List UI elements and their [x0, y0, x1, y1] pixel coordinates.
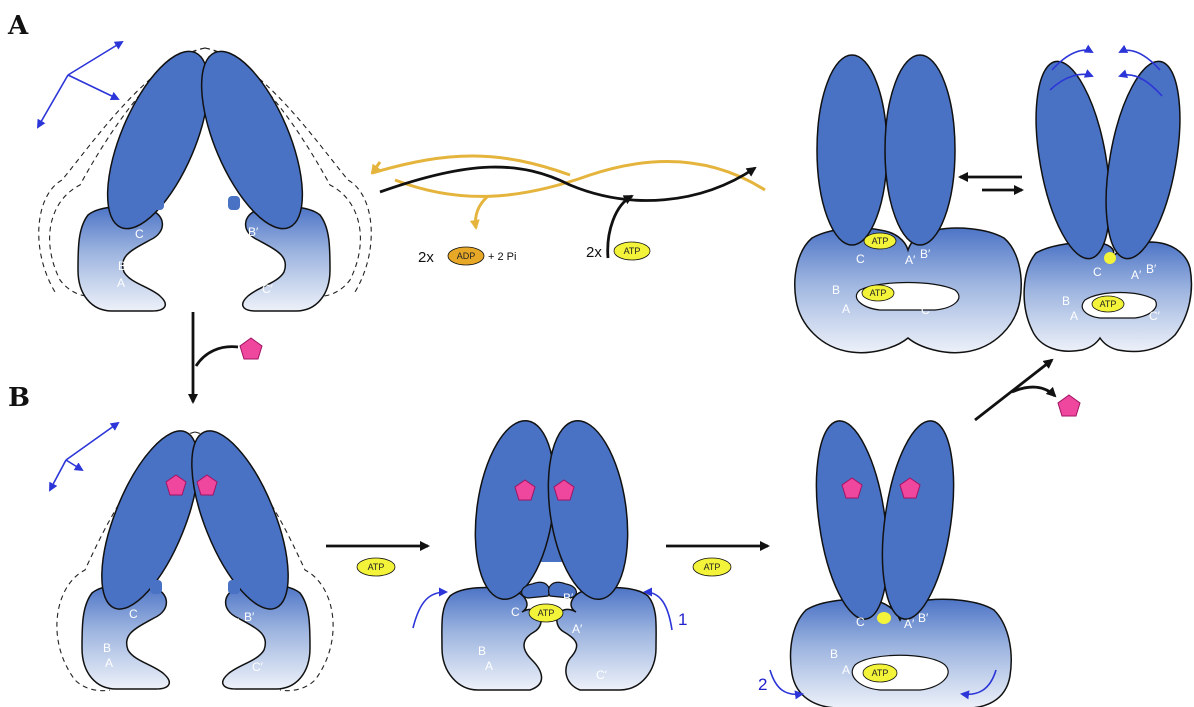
- atp-hydrolysis-cycle: 2x ADP + 2 Pi 2x ATP: [372, 156, 765, 266]
- domain-label-c-prime: C′: [252, 660, 264, 674]
- closed-atp-state: ATP ATP C B A A′ B′ C′: [795, 55, 1021, 353]
- linker-left: [152, 196, 164, 210]
- domain-label-a: A: [842, 663, 850, 677]
- phosphate-label: + 2 Pi: [488, 251, 516, 263]
- domain-label-a-prime: A′: [1131, 268, 1142, 282]
- ligand-binding-step: [193, 312, 262, 402]
- atp-count: 2x: [586, 244, 602, 261]
- flexibility-axes-icon: [38, 42, 122, 127]
- domain-label-a-prime: A′: [905, 253, 916, 267]
- ligand-pentagon-icon: [1058, 395, 1080, 416]
- domain-label-c: C: [1093, 265, 1102, 279]
- atp-partial: [877, 612, 891, 624]
- domain-label-c: C: [856, 615, 865, 629]
- domain-label-b-prime: B′: [244, 610, 255, 624]
- atp-binding-step-1: ATP: [326, 546, 428, 576]
- domain-label-c: C: [511, 605, 520, 619]
- atp-label: ATP: [704, 562, 721, 572]
- domain-label-a: A: [842, 302, 850, 316]
- domain-label-a: A: [485, 659, 493, 673]
- lobe-right-closed: [885, 55, 955, 245]
- domain-label-b-prime: B′: [563, 591, 574, 605]
- domain-label-b: B: [103, 641, 111, 655]
- panel-label-a: A: [7, 11, 29, 41]
- domain-label-b-prime: B′: [918, 611, 929, 625]
- atp-bound-bottom-label: ATP: [870, 288, 887, 298]
- ligand-bound-open-state: C B A A′ B′ C′: [50, 419, 333, 691]
- domain-label-b: B: [118, 259, 126, 273]
- lobe-right-b2: [538, 416, 638, 605]
- atp-bound-intermediate-state: ATP C B A A′ B′ C′ 1: [413, 416, 687, 690]
- domain-label-c: C: [129, 607, 138, 621]
- equilibrium-arrows: [960, 177, 1022, 190]
- domain-label-c-prime: C′: [596, 668, 608, 682]
- domain-label-c: C: [135, 227, 144, 241]
- atp-bound-top-label: ATP: [872, 236, 889, 246]
- domain-label-c-prime: C′: [924, 665, 936, 679]
- atp-bound-label: ATP: [538, 608, 555, 618]
- lobe-right-b3: [871, 416, 964, 623]
- ligand-release-step: [975, 360, 1080, 420]
- adp-count: 2x: [418, 249, 434, 266]
- lobe-left-semi: [1023, 56, 1123, 264]
- step-number-1: 1: [678, 610, 687, 629]
- domain-label-a-prime: A′: [229, 616, 240, 630]
- domain-label-c: C: [856, 252, 865, 266]
- rotation-arrow-left: [413, 592, 446, 628]
- domain-label-b-prime: B′: [1146, 262, 1157, 276]
- adp-label: ADP: [457, 251, 476, 261]
- domain-label-a-prime: A′: [904, 617, 915, 631]
- step-number-2: 2: [758, 675, 767, 694]
- domain-label-a: A: [105, 656, 113, 670]
- lobe-left-closed: [817, 55, 887, 245]
- domain-label-b: B: [830, 647, 838, 661]
- domain-label-b: B: [478, 644, 486, 658]
- atp-label: ATP: [624, 246, 641, 256]
- domain-label-a: A: [117, 276, 125, 290]
- domain-label-a: A: [1070, 309, 1078, 323]
- n-domain-left-b2: [442, 588, 542, 690]
- ligand-bound-closed-state: ATP C B A A′ B′ C′ 2: [758, 416, 1011, 707]
- cycle-arrow: [380, 167, 755, 200]
- apo-open-state: C B A A′ B′ C′: [38, 38, 371, 311]
- atp-binding-step-2: ATP: [666, 546, 768, 576]
- domain-label-a-prime: A′: [232, 231, 243, 245]
- domain-label-c-prime: C′: [921, 303, 933, 317]
- domain-label-c-prime: C′: [1149, 309, 1161, 323]
- domain-label-b-prime: B′: [248, 225, 259, 239]
- domain-label-b-prime: B′: [920, 247, 931, 261]
- atp-partial-top: [1104, 252, 1116, 264]
- lobe-right-semi: [1093, 56, 1193, 264]
- semi-open-atp-state: ATP C B A A′ B′ C′: [1023, 50, 1193, 351]
- ligand-pentagon-icon: [240, 338, 262, 359]
- flexibility-axes-icon-small: [50, 423, 118, 490]
- adp-release-arrow: [476, 196, 489, 228]
- atp-label: ATP: [368, 562, 385, 572]
- atp-bound-b3-label: ATP: [872, 668, 889, 678]
- domain-label-b: B: [832, 283, 840, 297]
- domain-label-b: B: [1062, 294, 1070, 308]
- domain-label-c-prime: C′: [262, 282, 274, 296]
- atp-bound-bottom-2-label: ATP: [1100, 299, 1117, 309]
- linker-right: [228, 196, 240, 210]
- domain-label-a-prime: A′: [572, 622, 583, 636]
- panel-label-b: B: [8, 383, 30, 413]
